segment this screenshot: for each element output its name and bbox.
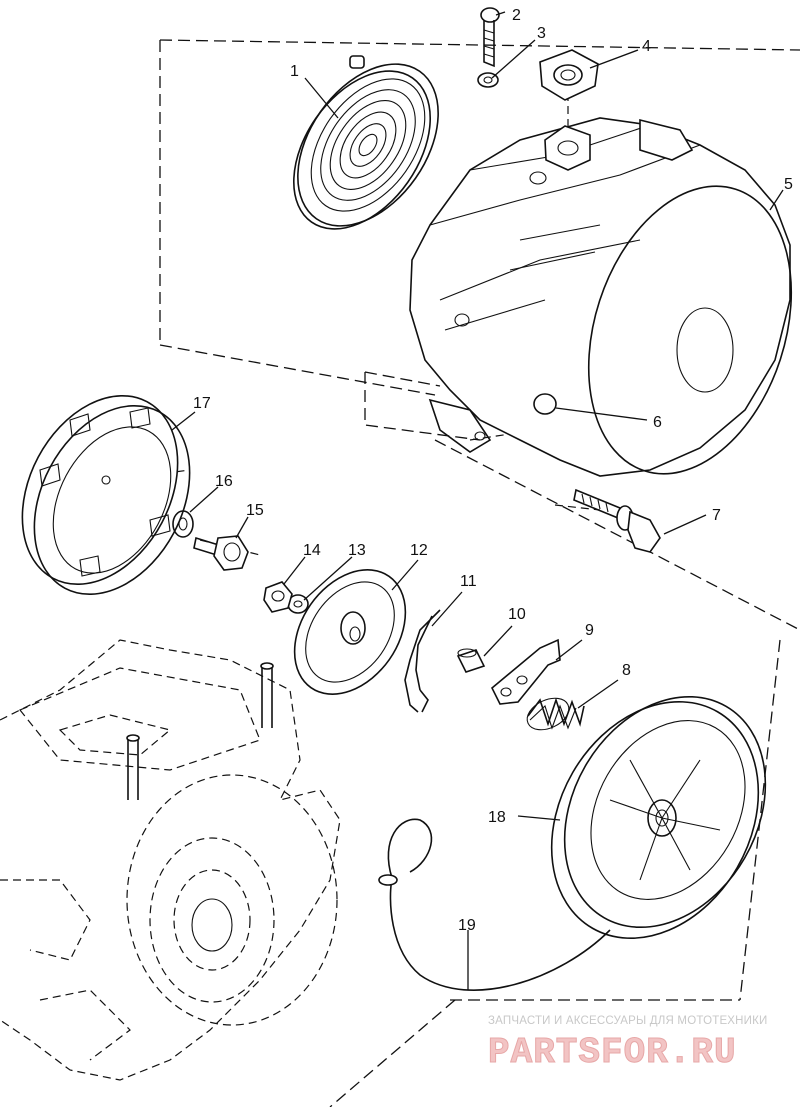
spring-clip-part [404,609,441,713]
starter-rope-part [378,818,611,991]
callout-18: 18 [488,809,506,826]
recoil-spring-part [292,55,439,230]
hex-bolt-part [263,581,293,613]
callout-10: 10 [508,606,526,623]
coil-spring-part [526,697,585,731]
flange-bolt-part [193,535,249,571]
mounting-bolt-part [573,488,661,553]
rope-pulley-part [550,695,767,940]
callout-17: 17 [193,395,211,412]
callout-7: 7 [712,507,721,524]
starter-cup-part [21,394,191,596]
callout-19: 19 [458,917,476,934]
friction-plate-part [293,569,407,695]
callout-5: 5 [784,176,793,193]
callout-labels: 1 2 3 4 5 6 7 8 9 10 11 12 13 14 15 16 1… [193,7,793,934]
callout-8: 8 [622,662,631,679]
housing-washer-part [533,393,557,415]
site-watermark: ЗАПЧАСТИ И АКСЕССУАРЫ ДЛЯ МОТОТЕХНИКИ PA… [488,1015,768,1074]
ratchet-pawl-part [491,638,561,705]
callout-13: 13 [348,542,366,559]
engine-crankcase-outline [0,639,341,1081]
callout-1: 1 [290,63,299,80]
washer-part [172,510,194,538]
callout-12: 12 [410,542,428,559]
callout-4: 4 [642,38,651,55]
pin-part [456,648,486,673]
callout-14: 14 [303,542,321,559]
watermark-brand: PARTSFOR.RU [488,1032,737,1073]
callout-11: 11 [460,573,477,590]
callout-6: 6 [653,414,662,431]
leader-lines [171,11,784,990]
callout-2: 2 [512,7,521,24]
watermark-tagline: ЗАПЧАСТИ И АКСЕССУАРЫ ДЛЯ МОТОТЕХНИКИ [488,1015,768,1027]
callout-9: 9 [585,622,594,639]
callout-3: 3 [537,25,546,42]
starter-housing-part [409,117,793,477]
callout-15: 15 [246,502,264,519]
callout-16: 16 [215,473,233,490]
screw-part [480,7,500,68]
rope-guide-part [539,49,599,101]
